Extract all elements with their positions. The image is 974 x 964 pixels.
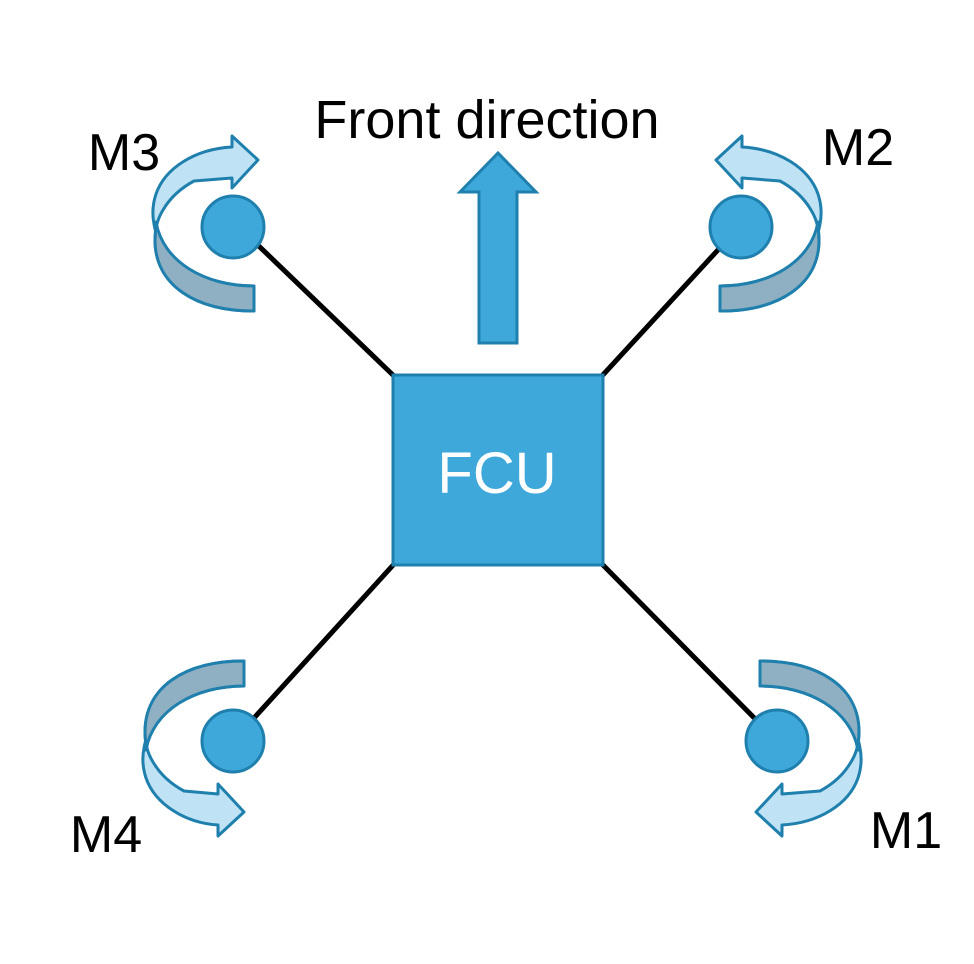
- arms: [232, 224, 778, 742]
- fcu-box: [391, 373, 605, 567]
- motor-label-m4: M4: [70, 806, 142, 864]
- title: Front direction: [314, 90, 659, 150]
- arm-m3: [236, 224, 397, 379]
- motor-m1: [744, 708, 810, 774]
- rotation-arrow-m2: [714, 134, 823, 313]
- motor-m3: [200, 194, 266, 260]
- rotation-arrow-m1: [754, 659, 863, 838]
- rotation-arrow-m3: [151, 134, 260, 313]
- fcu-label: FCU: [437, 441, 556, 506]
- motor-label-m2: M2: [822, 119, 894, 177]
- arm-m4: [232, 561, 397, 742]
- motor-label-m1: M1: [870, 802, 942, 860]
- arm-m2: [599, 224, 742, 379]
- arm-m1: [599, 561, 778, 742]
- motor-m2: [708, 194, 774, 260]
- motor-label-m3: M3: [88, 124, 160, 182]
- rotation-arrow-m4: [141, 659, 246, 838]
- front-direction-arrow: [456, 150, 540, 345]
- motor-m4: [200, 708, 266, 774]
